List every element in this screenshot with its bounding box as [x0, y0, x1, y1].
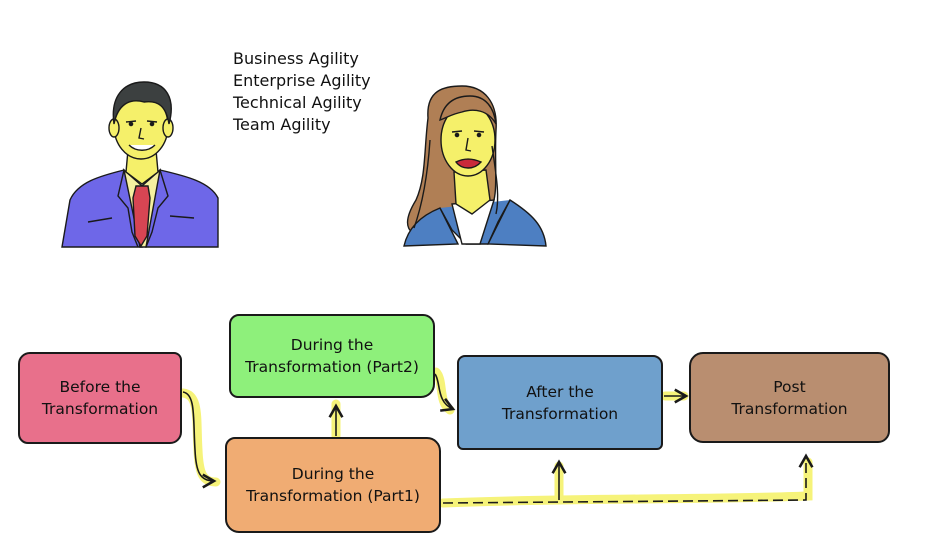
agility-item: Team Agility: [233, 115, 331, 134]
stage-post-transformation: Post Transformation: [689, 352, 890, 443]
stage-label-line: Before the: [59, 378, 141, 396]
arrow-part2-to-after: [434, 373, 456, 412]
stage-label-line: Transformation: [731, 399, 848, 418]
stage-label-line: During the: [291, 465, 375, 483]
agility-item: Technical Agility: [233, 93, 362, 112]
stage-during-part1: During the Transformation (Part1): [225, 437, 441, 533]
stage-label-line: Transformation (Part1): [246, 487, 420, 505]
arrow-before-to-part1: [182, 391, 217, 489]
agility-item: Business Agility: [233, 49, 359, 68]
agility-item: Enterprise Agility: [233, 71, 371, 90]
stage-before-transformation: Before the Transformation: [18, 352, 182, 444]
stage-label-line: Transformation: [501, 404, 619, 423]
stage-during-part2: During the Transformation (Part2): [229, 314, 435, 398]
stage-label-line: Transformation: [41, 400, 159, 418]
stage-after-transformation: After the Transformation: [457, 355, 663, 450]
dashed-feedback-line: [442, 453, 814, 504]
stage-label-line: Transformation (Part2): [245, 358, 419, 376]
stage-label-line: During the: [290, 336, 374, 354]
stage-label-line: After the: [526, 382, 594, 401]
stage-label-line: Post: [773, 377, 806, 396]
connector-arrows: [182, 373, 814, 504]
agility-types-list: Business Agility Enterprise Agility Tech…: [233, 48, 371, 136]
